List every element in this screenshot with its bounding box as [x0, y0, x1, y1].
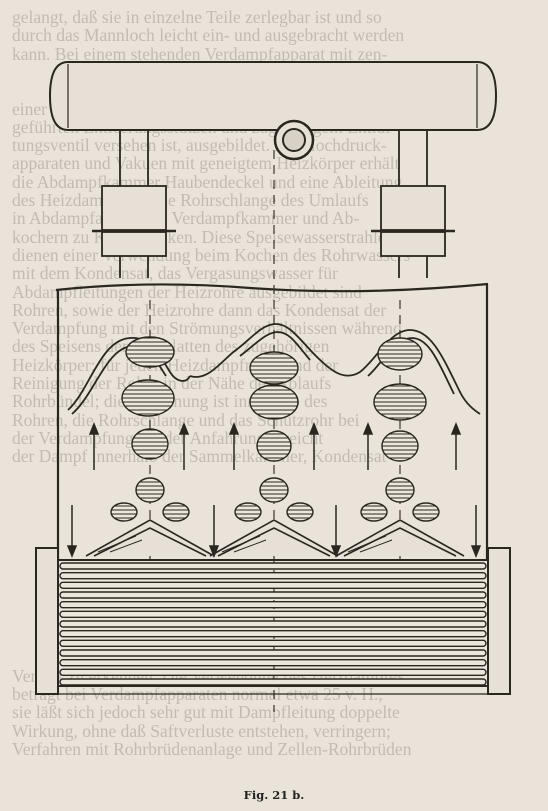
heating-tube [59, 649, 487, 657]
show-through-line: apparaten und Vakuen mit geneigtem Heizk… [12, 153, 400, 174]
vessel-walls [55, 282, 489, 560]
show-through-line: Verfahren mit Rohrbrüdenanlage und Zelle… [12, 739, 412, 759]
show-through-line: durch das Mannloch leicht ein- und ausge… [12, 25, 405, 46]
heating-tube [59, 601, 487, 609]
show-through-line: Wirkung, ohne daß Saftverluste entstehen… [12, 720, 391, 741]
show-through-line: der Dampf innerhalb der Sammelkammer, Ko… [12, 446, 393, 467]
heating-tube [59, 610, 487, 618]
heating-tube [59, 668, 487, 676]
bubble-ellipses [110, 336, 440, 522]
tube-bundle [59, 562, 487, 686]
upward-flow-arrows [88, 421, 462, 470]
downward-flow-arrows [66, 505, 482, 559]
heating-tube [59, 591, 487, 599]
show-through-line: in Abdampfapparaten, Verdampfkammer und … [12, 208, 360, 229]
heating-tube [59, 659, 487, 667]
heating-tube [59, 562, 487, 570]
tube-bundle-flanges [35, 547, 511, 695]
top-drum [48, 61, 498, 131]
centre-lines [149, 150, 401, 712]
show-through-line: kann. Bei einem stehenden Verdampfappara… [12, 43, 388, 64]
deflector-vanes [85, 519, 465, 557]
show-through-line: gelangt, daß sie in einzelne Teile zerle… [12, 7, 382, 27]
right-support [371, 130, 455, 278]
show-through-line: mit dem Kondensat, das Vergasungswasser … [12, 263, 338, 284]
show-through-line: sie läßt sich jedoch sehr gut mit Dampfl… [12, 702, 400, 723]
heating-tube [59, 581, 487, 589]
figure-caption: Fig. 21 b. [243, 788, 305, 802]
steam-outlet-nozzle [273, 119, 315, 161]
show-through-line: Verdampfung mit den Strömungsverhältniss… [12, 318, 402, 339]
heating-tube [59, 678, 487, 686]
heating-tube [59, 639, 487, 647]
left-support [92, 130, 176, 278]
heating-tube [59, 572, 487, 580]
show-through-line: Rohren, sowie der Heizrohre dann das Kon… [12, 299, 387, 320]
heating-tube [59, 620, 487, 628]
heating-tube [59, 630, 487, 638]
